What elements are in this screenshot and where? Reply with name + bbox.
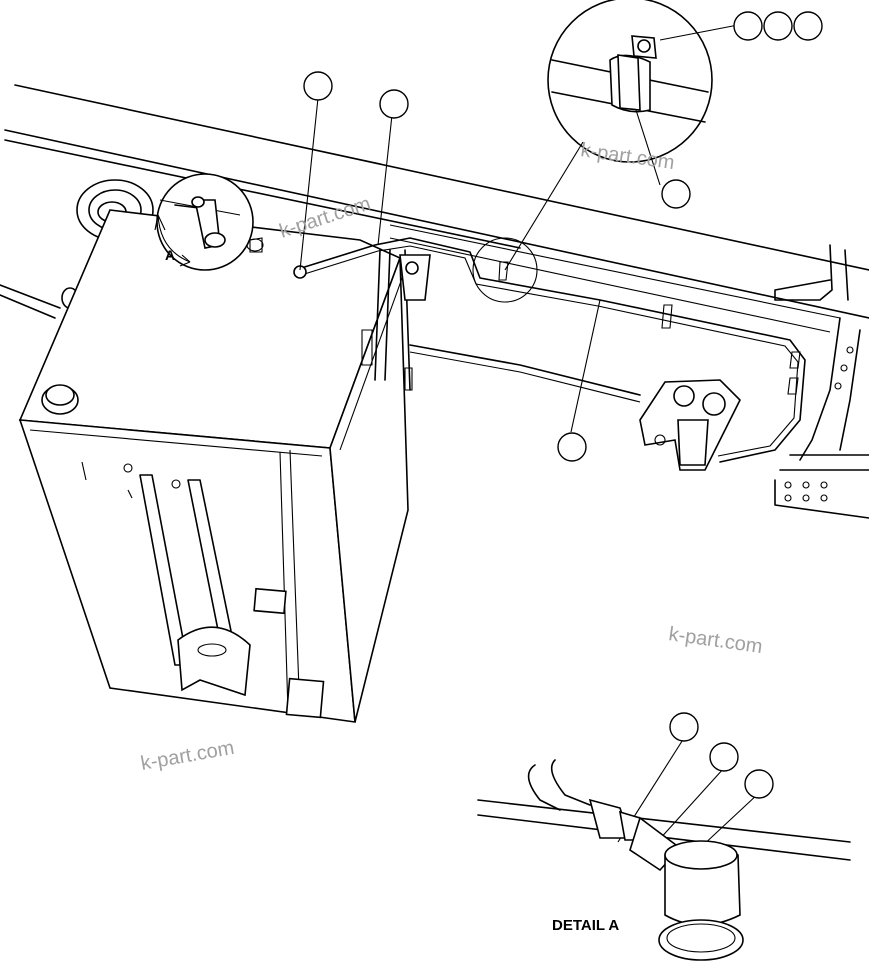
valve-bracket — [639, 379, 741, 471]
callout-circle — [744, 769, 774, 799]
callout-circle — [303, 71, 333, 101]
clamp-detail-circle — [547, 0, 713, 163]
frame-rail — [4, 84, 869, 519]
callout-circle — [733, 11, 763, 41]
detail-a-label: DETAIL A — [552, 917, 619, 934]
leader-lines — [299, 24, 760, 853]
callout-circle — [669, 712, 699, 742]
callout-circle — [793, 11, 823, 41]
clamp-location-ring — [472, 237, 538, 303]
callout-circle — [379, 89, 409, 119]
hydraulic-tank — [18, 209, 409, 723]
callout-circle — [709, 742, 739, 772]
callout-circle — [557, 432, 587, 462]
callout-circle — [763, 11, 793, 41]
callout-circle — [661, 179, 691, 209]
detail-a-assembly — [477, 759, 851, 961]
view-marker-a: A — [165, 247, 175, 263]
callouts — [303, 11, 823, 799]
detail-view-circle — [154, 173, 254, 271]
watermark: k-part.com — [667, 623, 764, 658]
watermark: k-part.com — [139, 737, 236, 775]
